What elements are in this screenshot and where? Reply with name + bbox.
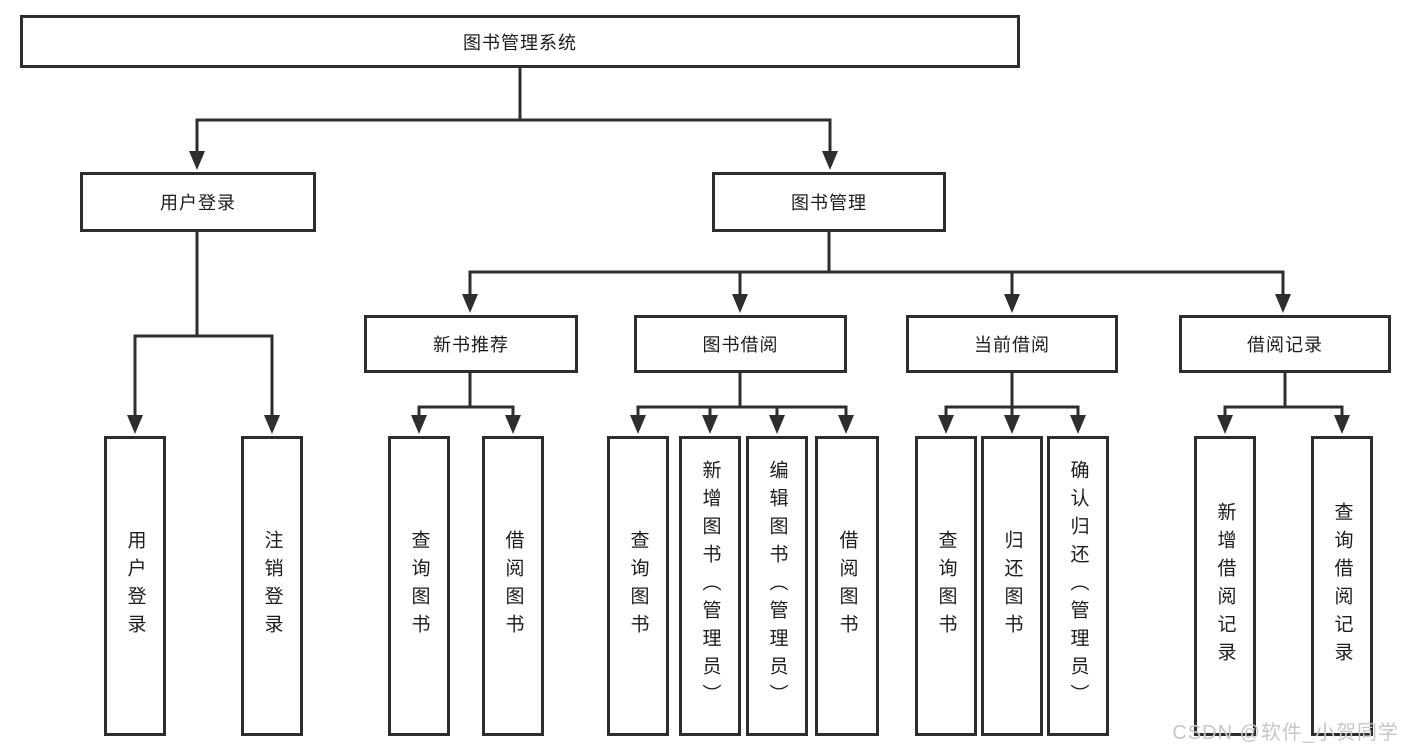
leaf-borrow-books: 借阅图书 — [815, 436, 879, 736]
leaf-query-books-current: 查询图书 — [915, 436, 977, 736]
leaf-logout-label: 注销登录 — [261, 530, 283, 642]
node-book-management-label: 图书管理 — [791, 193, 867, 213]
leaf-query-books-recommend: 查询图书 — [388, 436, 450, 736]
leaf-borrow-books-recommend-label: 借阅图书 — [502, 530, 524, 642]
arrowheads — [127, 151, 1350, 434]
leaf-return-books: 归还图书 — [981, 436, 1043, 736]
node-current-borrow-label: 当前借阅 — [974, 335, 1050, 355]
leaf-query-books-recommend-label: 查询图书 — [408, 530, 430, 642]
leaf-edit-books-admin-label: 编辑图书（管理员） — [766, 460, 788, 712]
node-borrow-record-label: 借阅记录 — [1247, 335, 1323, 355]
leaf-logout: 注销登录 — [241, 436, 303, 736]
node-current-borrow: 当前借阅 — [906, 315, 1118, 373]
node-new-book-recommend: 新书推荐 — [364, 315, 578, 373]
leaf-query-borrow-record: 查询借阅记录 — [1311, 436, 1373, 736]
leaf-user-login: 用户登录 — [104, 436, 166, 736]
leaf-add-books-admin-label: 新增图书（管理员） — [699, 460, 721, 712]
leaf-add-books-admin: 新增图书（管理员） — [679, 436, 741, 736]
leaf-borrow-books-recommend: 借阅图书 — [482, 436, 544, 736]
leaf-confirm-return-admin-label: 确认归还（管理员） — [1067, 460, 1089, 712]
leaf-edit-books-admin: 编辑图书（管理员） — [746, 436, 808, 736]
leaf-borrow-books-label: 借阅图书 — [836, 530, 858, 642]
leaf-query-books-borrow: 查询图书 — [607, 436, 669, 736]
leaf-query-books-current-label: 查询图书 — [935, 530, 957, 642]
node-book-borrow-label: 图书借阅 — [702, 335, 779, 355]
node-book-borrow: 图书借阅 — [634, 315, 847, 373]
node-book-management: 图书管理 — [712, 172, 946, 232]
leaf-confirm-return-admin: 确认归还（管理员） — [1047, 436, 1109, 736]
leaf-add-borrow-record-label: 新增借阅记录 — [1214, 502, 1236, 670]
node-borrow-record: 借阅记录 — [1179, 315, 1391, 373]
node-user-login: 用户登录 — [80, 172, 316, 232]
node-user-login-label: 用户登录 — [160, 193, 236, 213]
node-new-book-recommend-label: 新书推荐 — [433, 335, 509, 355]
leaf-user-login-label: 用户登录 — [124, 530, 146, 642]
watermark: CSDN @软件_小贺同学 — [1172, 722, 1399, 744]
leaf-return-books-label: 归还图书 — [1001, 530, 1023, 642]
leaf-query-books-borrow-label: 查询图书 — [627, 530, 649, 642]
node-root-label: 图书管理系统 — [463, 32, 577, 53]
node-root: 图书管理系统 — [20, 15, 1020, 68]
leaf-query-borrow-record-label: 查询借阅记录 — [1331, 502, 1353, 670]
leaf-add-borrow-record: 新增借阅记录 — [1194, 436, 1256, 736]
